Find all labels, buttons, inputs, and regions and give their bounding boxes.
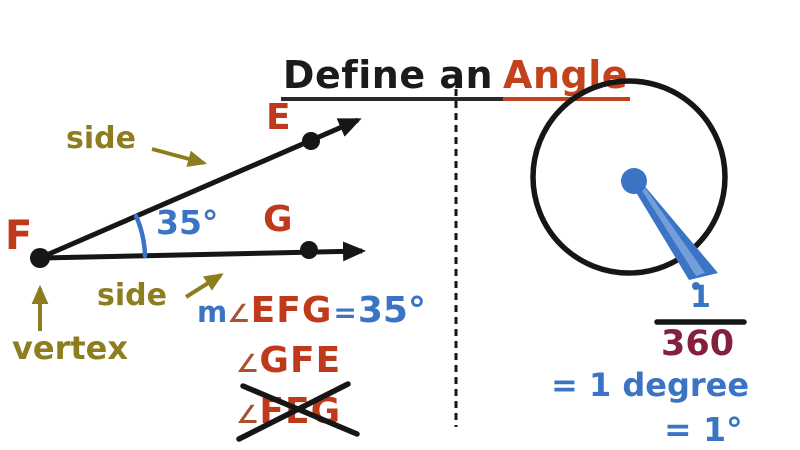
angle-value: 35°: [357, 290, 426, 331]
side-label-upper: side: [66, 121, 136, 156]
ray-fg: [41, 241, 366, 262]
point-label-e: E: [266, 97, 291, 138]
equals-degree-text: = 1 degree: [551, 366, 750, 404]
wedge-highlight: [636, 179, 705, 276]
vertex-point-f: [30, 248, 50, 268]
fraction-denominator: 360: [661, 324, 735, 364]
title-part-angle: Angle: [503, 56, 631, 101]
angle-symbol: ∠: [227, 299, 250, 328]
angle-arc: [133, 213, 148, 259]
equals-sign: =: [333, 296, 357, 329]
equals-degree-symbol: = 1°: [664, 410, 743, 449]
vertex-label: vertex: [12, 329, 128, 367]
side-upper-arrow: [151, 147, 208, 167]
angle-naming-wrong: ∠FEG: [236, 394, 341, 430]
one-degree-wedge: [631, 177, 718, 280]
point-g-dot: [300, 241, 318, 259]
angle-naming-measure: m∠EFG=35°: [197, 293, 426, 329]
angle-name-feg-crossed: FEG: [259, 391, 342, 432]
angle-symbol: ∠: [236, 400, 259, 429]
angle-measure-label: 35°: [156, 203, 219, 242]
point-label-f: F: [5, 213, 33, 259]
angle-symbol: ∠: [236, 349, 259, 378]
angle-name-efg: EFG: [250, 290, 333, 331]
side-label-lower: side: [97, 278, 167, 313]
measure-prefix: m: [197, 295, 228, 329]
circle-center-dot: [621, 168, 647, 194]
point-label-g: G: [263, 199, 293, 240]
angle-naming-alt: ∠GFE: [236, 343, 341, 379]
angle-name-gfe: GFE: [259, 340, 342, 381]
fraction-numerator: 1: [690, 280, 711, 315]
title-part-define: Define an: [280, 56, 504, 101]
